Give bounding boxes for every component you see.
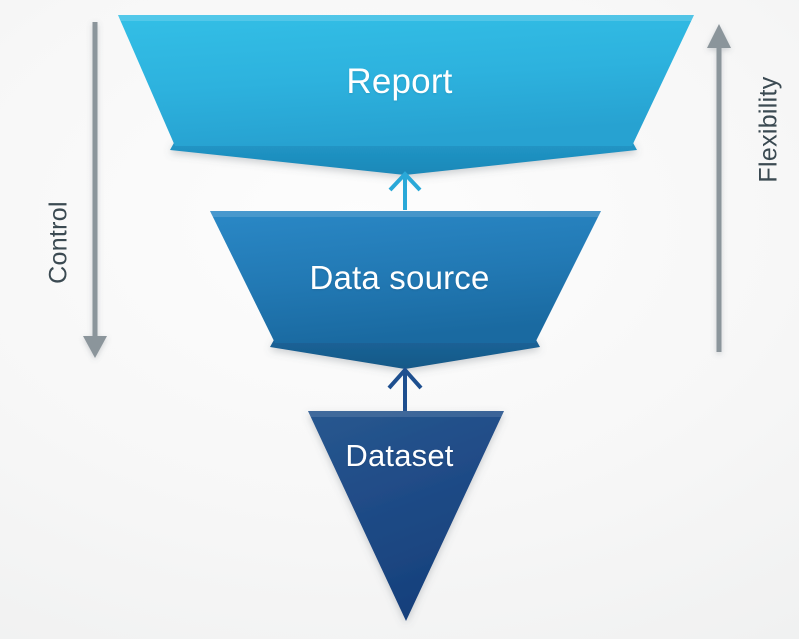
- funnel-level-report[interactable]: [118, 15, 694, 175]
- report-fold: [170, 141, 637, 175]
- connector-data-source-to-report: [388, 171, 422, 210]
- connector-dataset-to-data-source: [387, 366, 423, 411]
- data-source-highlight: [210, 211, 601, 217]
- funnel-level-data-source[interactable]: [210, 211, 601, 369]
- axis-label-control: Control: [44, 201, 73, 284]
- funnel-level-dataset[interactable]: [308, 411, 504, 621]
- report-highlight: [118, 15, 694, 21]
- dataset-face: [308, 411, 504, 621]
- data-source-face: [210, 211, 601, 343]
- data-source-fold: [270, 338, 540, 369]
- axis-label-flexibility: Flexibility: [754, 76, 783, 183]
- axis-flexibility-arrow: [707, 24, 731, 352]
- dataset-highlight: [308, 411, 504, 417]
- report-face: [118, 15, 694, 146]
- axis-control-arrow: [83, 22, 107, 358]
